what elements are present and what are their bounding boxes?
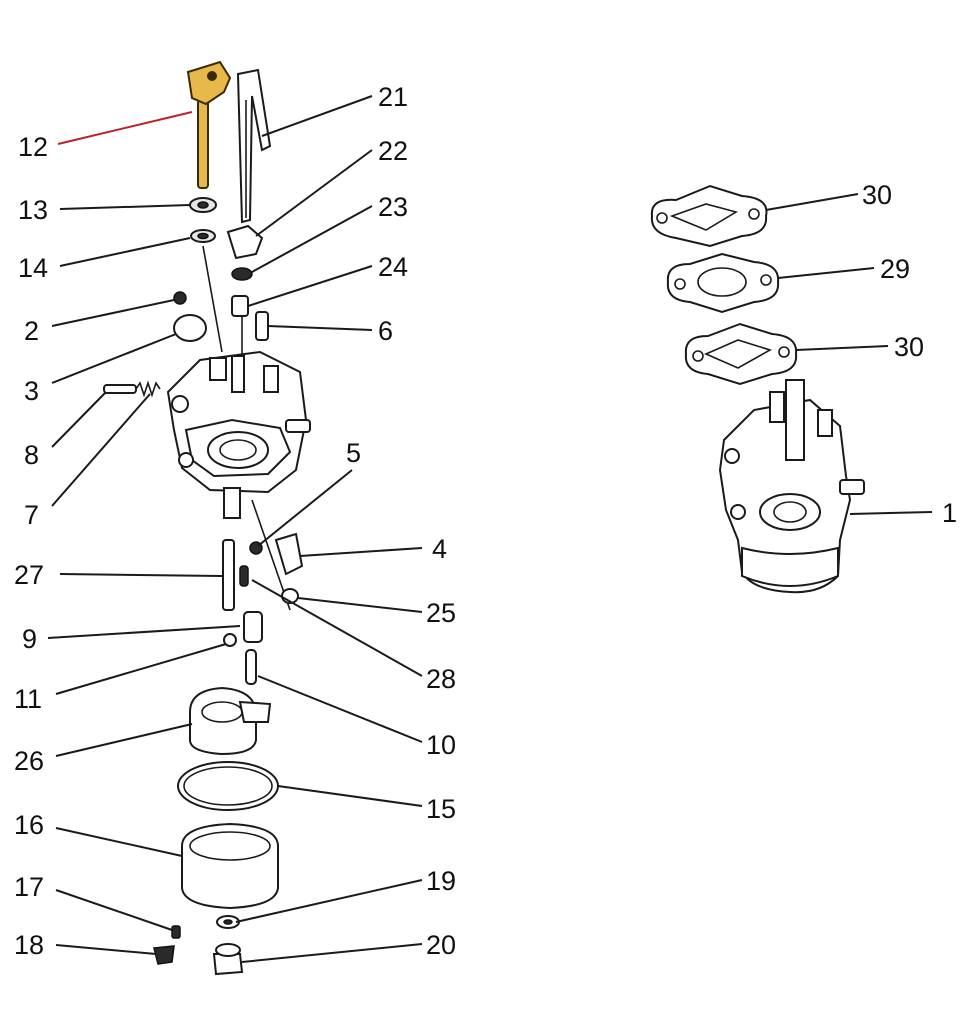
label-25: 25 [426,598,456,628]
label-30-top: 30 [862,180,892,210]
part-3-ring[interactable] [173,314,207,342]
part-30-gasket-top[interactable] [650,184,768,248]
label-19: 19 [426,866,456,896]
part-12-shaft[interactable] [186,60,232,189]
label-24: 24 [378,252,408,282]
label-30-bottom: 30 [894,332,924,362]
part-23-washer[interactable] [231,267,253,281]
part-26-float[interactable] [189,686,272,756]
part-18-screw[interactable] [153,945,175,965]
label-22: 22 [378,136,408,166]
part-10-pin[interactable] [245,649,257,685]
part-22-lever[interactable] [226,224,264,260]
label-16: 16 [14,810,44,840]
label-5: 5 [346,438,361,468]
part-30-gasket-bottom[interactable] [684,322,798,386]
part-9-nozzle[interactable] [243,611,263,643]
label-12: 12 [18,132,48,162]
part-8-bolt[interactable] [103,384,137,394]
part-15-o-ring[interactable] [177,761,279,811]
part-17-screw[interactable] [171,925,181,939]
label-21: 21 [378,82,408,112]
label-13: 13 [18,195,48,225]
part-1-carburetor-assembly[interactable] [718,379,865,594]
label-4: 4 [432,534,447,564]
label-29: 29 [880,254,910,284]
label-11: 11 [14,684,42,714]
label-2: 2 [24,316,39,346]
part-11-jet[interactable] [223,633,237,647]
part-16-float-bowl[interactable] [181,822,279,910]
label-18: 18 [14,930,44,960]
label-9: 9 [22,624,37,654]
part-21-rod[interactable] [236,68,272,224]
label-10: 10 [426,730,456,760]
part-6-screw[interactable] [255,311,269,341]
label-20: 20 [426,930,456,960]
part-number-labels: 12 13 14 2 3 8 7 27 9 11 26 16 17 18 21 … [14,82,957,960]
part-28-pin[interactable] [239,565,249,587]
label-14: 14 [18,253,48,283]
label-7: 7 [24,500,39,530]
label-17: 17 [14,872,44,902]
part-7-spring[interactable] [135,380,161,398]
part-27-tube[interactable] [222,539,235,611]
label-15: 15 [426,794,456,824]
label-3: 3 [24,376,39,406]
carburetor-body-left [166,350,311,519]
label-8: 8 [24,440,39,470]
part-29-insulator[interactable] [666,252,780,314]
label-26: 26 [14,746,44,776]
part-14-seal[interactable] [190,229,216,243]
part-19-washer[interactable] [216,915,240,929]
label-28: 28 [426,664,456,694]
part-24-bushing[interactable] [231,295,249,317]
part-2-screw[interactable] [173,291,187,305]
part-20-nut[interactable] [212,943,244,976]
part-13-washer[interactable] [189,197,217,213]
label-6: 6 [378,316,393,346]
leader-lines [47,95,933,963]
label-27: 27 [14,560,44,590]
label-1: 1 [942,498,957,528]
label-23: 23 [378,192,408,222]
part-4-gasket[interactable] [274,532,304,576]
